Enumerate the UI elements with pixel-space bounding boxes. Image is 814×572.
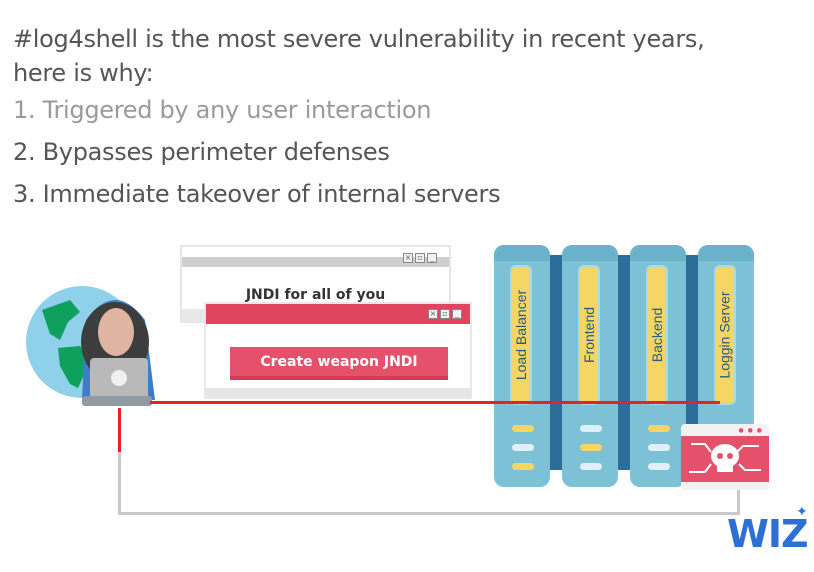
server-backend[interactable]: Backend bbox=[630, 245, 686, 487]
window-controls: × ▫ _ bbox=[403, 253, 437, 263]
jndi-message: JNDI for all of you bbox=[245, 287, 386, 303]
server-label-text: Backend bbox=[649, 307, 666, 363]
server-cap bbox=[630, 245, 686, 261]
window-controls: × ▫ _ bbox=[428, 309, 462, 319]
server-frontend[interactable]: Frontend bbox=[562, 245, 618, 487]
server-label-text: Loggin Server bbox=[717, 291, 734, 379]
status-led bbox=[512, 425, 534, 432]
status-led bbox=[580, 444, 602, 451]
attacker-icon bbox=[81, 300, 155, 406]
server-label-text: Frontend bbox=[581, 306, 598, 364]
restore-icon[interactable]: ▫ bbox=[415, 253, 425, 263]
sparkle-icon: ✦ bbox=[796, 504, 808, 520]
point-3: 3. Immediate takeover of internal server… bbox=[13, 180, 501, 208]
malware-body bbox=[681, 436, 769, 482]
window-dots: ● ● ● bbox=[738, 427, 763, 434]
attack-path-line bbox=[150, 401, 720, 404]
server-cap bbox=[698, 245, 754, 261]
headline-line-1: #log4shell is the most severe vulnerabil… bbox=[13, 25, 705, 53]
point-1: 1. Triggered by any user interaction bbox=[13, 96, 432, 124]
skull-icon bbox=[689, 443, 761, 473]
server-label: Load Balancer bbox=[510, 265, 532, 405]
server-label-text: Load Balancer bbox=[513, 289, 530, 381]
point-2: 2. Bypasses perimeter defenses bbox=[13, 138, 390, 166]
status-led bbox=[512, 463, 534, 470]
return-path-line bbox=[118, 452, 121, 514]
window-titlebar bbox=[182, 257, 449, 267]
server-label: Backend bbox=[646, 265, 668, 405]
wiz-logo: WIZ bbox=[727, 512, 809, 556]
minimize-icon[interactable]: _ bbox=[427, 253, 437, 263]
close-icon[interactable]: × bbox=[428, 309, 438, 319]
headline-line-2: here is why: bbox=[13, 59, 154, 87]
restore-icon[interactable]: ▫ bbox=[440, 309, 450, 319]
weapon-window: × ▫ _ Create weapon JNDI bbox=[204, 302, 472, 399]
create-weapon-jndi-button[interactable]: Create weapon JNDI bbox=[230, 347, 448, 380]
status-led bbox=[648, 463, 670, 470]
window-titlebar bbox=[206, 304, 470, 324]
server-cap bbox=[494, 245, 550, 261]
attacker-illustration bbox=[26, 286, 155, 406]
headline: #log4shell is the most severe vulnerabil… bbox=[13, 22, 705, 90]
close-icon[interactable]: × bbox=[403, 253, 413, 263]
attack-path-line-vertical bbox=[118, 408, 121, 452]
server-label: Loggin Server bbox=[714, 265, 736, 405]
return-path-line bbox=[118, 512, 740, 515]
window-footer bbox=[206, 388, 470, 397]
status-led bbox=[580, 425, 602, 432]
server-label: Frontend bbox=[578, 265, 600, 405]
minimize-icon[interactable]: _ bbox=[452, 309, 462, 319]
status-led bbox=[580, 463, 602, 470]
server-load-balancer[interactable]: Load Balancer bbox=[494, 245, 550, 487]
server-cap bbox=[562, 245, 618, 261]
status-led bbox=[648, 425, 670, 432]
status-led bbox=[512, 444, 534, 451]
status-led bbox=[648, 444, 670, 451]
return-path-line bbox=[737, 490, 740, 515]
skull-malware-window-icon: ● ● ● bbox=[681, 424, 769, 490]
